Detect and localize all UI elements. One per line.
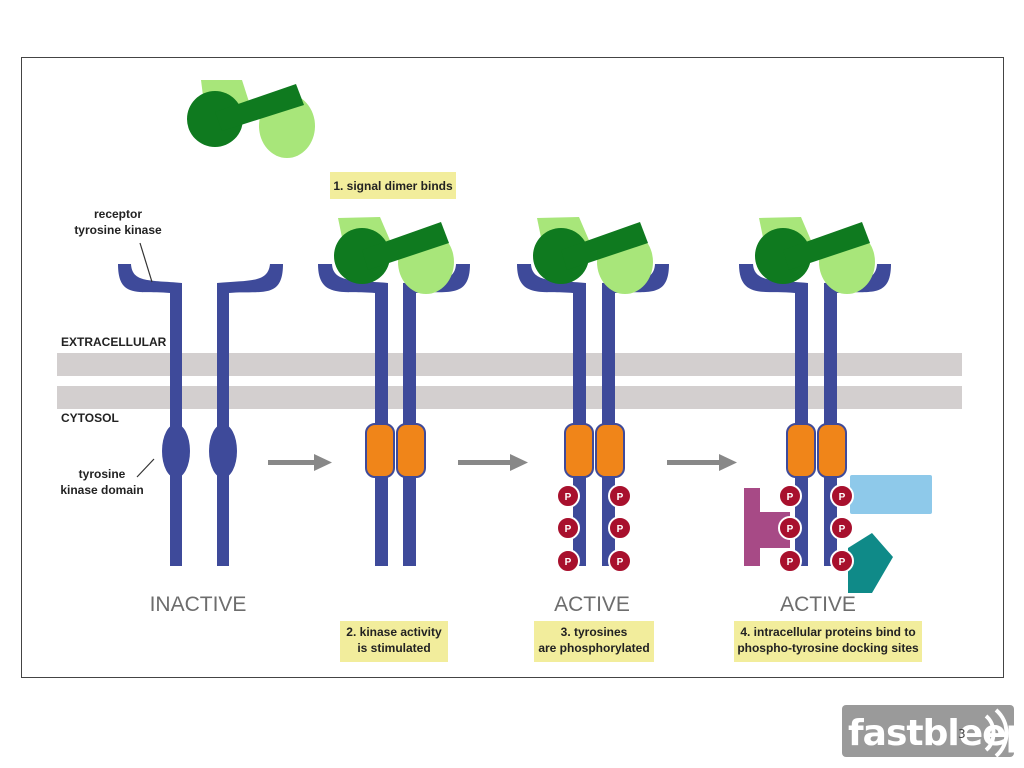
step3-text-line2: are phosphorylated xyxy=(538,641,649,655)
docking-protein-magenta xyxy=(744,488,790,566)
kinase-domain-active-3-left xyxy=(564,423,594,478)
kinase-domain-active-2-right xyxy=(396,423,426,478)
receptor-step4: P P P P P P xyxy=(739,217,932,593)
step4-text-line2: phospho-tyrosine docking sites xyxy=(737,641,919,655)
phosphate-group: P xyxy=(830,484,854,508)
receptor-step3: P P P P P P xyxy=(517,217,669,573)
phosphate-group: P xyxy=(830,549,854,573)
step1-text: 1. signal dimer binds xyxy=(333,179,453,193)
kinase-domain-pointer-line xyxy=(136,458,155,478)
receptor-step2 xyxy=(318,217,470,566)
state-active-1: ACTIVE xyxy=(554,593,630,616)
signal-dimer-bound-2 xyxy=(334,217,454,294)
phosphate-group: P xyxy=(778,484,802,508)
phosphate-group: P xyxy=(608,516,632,540)
phosphate-group: P xyxy=(830,516,854,540)
receptor-pointer-line xyxy=(139,242,153,283)
state-active-2: ACTIVE xyxy=(780,593,856,616)
docking-protein-blue xyxy=(850,475,932,514)
kinase-domain-active-2-left xyxy=(365,423,395,478)
svg-text:P: P xyxy=(617,557,624,568)
slide-number: 3 xyxy=(958,727,966,741)
svg-text:P: P xyxy=(839,492,846,503)
step3-text-line1: 3. tyrosines xyxy=(561,625,628,639)
logo-text: fastbleep xyxy=(848,713,1024,754)
svg-text:P: P xyxy=(617,492,624,503)
process-arrow-3 xyxy=(667,454,737,471)
membrane-outer-leaflet xyxy=(57,353,962,376)
svg-text:P: P xyxy=(787,524,794,535)
phosphate-group: P xyxy=(556,484,580,508)
step4-text-line1: 4. intracellular proteins bind to xyxy=(740,625,915,639)
kinase-domain-label-line2: kinase domain xyxy=(60,483,143,497)
fastbleep-logo: fastbleep 3 xyxy=(842,705,1024,758)
kinase-domain-active-4-left xyxy=(786,423,816,478)
receptor-inactive xyxy=(118,264,283,566)
signal-dimer-free xyxy=(187,80,315,158)
step2-text-line1: 2. kinase activity xyxy=(346,625,442,639)
phosphate-group: P xyxy=(608,549,632,573)
svg-text:P: P xyxy=(565,524,572,535)
kinase-domain-label-line1: tyrosine xyxy=(79,467,126,481)
docking-protein-teal xyxy=(848,533,893,593)
phosphate-group: P xyxy=(556,516,580,540)
kinase-domain-active-3-right xyxy=(595,423,625,478)
extracellular-label: EXTRACELLULAR xyxy=(61,335,167,349)
kinase-domain-inactive-left xyxy=(162,424,190,478)
step3-box xyxy=(534,621,654,662)
step1-box xyxy=(330,172,456,199)
signal-dimer-bound-4 xyxy=(755,217,875,294)
svg-text:P: P xyxy=(565,557,572,568)
step4-box xyxy=(734,621,922,662)
svg-text:P: P xyxy=(565,492,572,503)
step2-box xyxy=(340,621,448,662)
svg-text:P: P xyxy=(787,557,794,568)
svg-text:P: P xyxy=(617,524,624,535)
phosphate-group: P xyxy=(608,484,632,508)
cytosol-label: CYTOSOL xyxy=(61,411,119,425)
receptor-label-line2: tyrosine kinase xyxy=(74,223,162,237)
svg-text:P: P xyxy=(839,524,846,535)
process-arrow-2 xyxy=(458,454,528,471)
svg-text:P: P xyxy=(839,557,846,568)
process-arrow-1 xyxy=(268,454,332,471)
state-inactive: INACTIVE xyxy=(150,593,247,616)
step2-text-line2: is stimulated xyxy=(357,641,430,655)
receptor-label-line1: receptor xyxy=(94,207,142,221)
phosphate-group: P xyxy=(556,549,580,573)
phosphate-group: P xyxy=(778,516,802,540)
phosphate-group: P xyxy=(778,549,802,573)
kinase-domain-active-4-right xyxy=(817,423,847,478)
kinase-domain-inactive-right xyxy=(209,424,237,478)
signal-dimer-bound-3 xyxy=(533,217,653,294)
membrane-inner-leaflet xyxy=(57,386,962,409)
svg-text:P: P xyxy=(787,492,794,503)
